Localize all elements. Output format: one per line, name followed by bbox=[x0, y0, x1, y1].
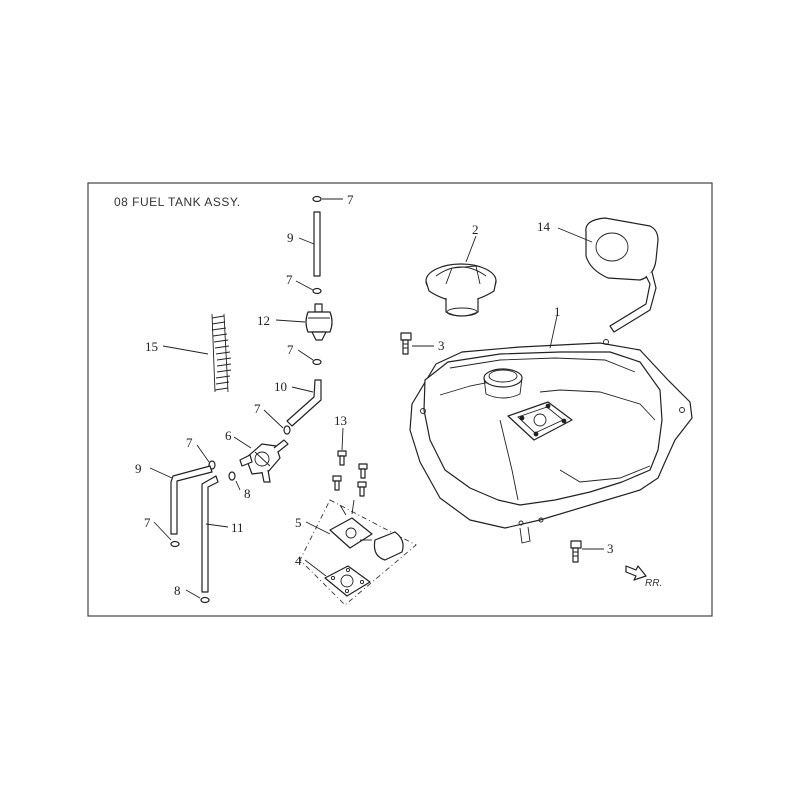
callout-8: 8 bbox=[244, 486, 251, 501]
callout-1: 1 bbox=[554, 304, 561, 319]
callout-13: 13 bbox=[334, 413, 347, 428]
callout-7: 7 bbox=[186, 435, 193, 450]
fuel-pump-part-5 bbox=[299, 499, 417, 606]
pipe-part-11 bbox=[201, 475, 219, 593]
callout-11: 11 bbox=[231, 520, 244, 535]
rear-direction-arrow-icon: RR. bbox=[625, 565, 662, 589]
direction-label: RR. bbox=[645, 578, 662, 589]
callout-10: 10 bbox=[274, 379, 287, 394]
callout-4: 4 bbox=[295, 553, 302, 568]
fuel-hose-part-10 bbox=[286, 379, 322, 427]
callout-3: 3 bbox=[438, 338, 445, 353]
callout-5: 5 bbox=[295, 515, 302, 530]
spring-part-15 bbox=[211, 313, 232, 393]
callout-14: 14 bbox=[537, 219, 551, 234]
clips-part-8 bbox=[200, 471, 236, 604]
callout-7: 7 bbox=[144, 515, 151, 530]
vent-pipe-part-9-upper bbox=[313, 211, 321, 277]
diagram-title: 08 FUEL TANK ASSY. bbox=[114, 195, 241, 209]
leader-lines bbox=[149, 198, 604, 599]
pipe-part-9-lower bbox=[170, 465, 213, 535]
screws-part-13 bbox=[332, 450, 368, 497]
callout-9: 9 bbox=[135, 461, 142, 476]
bolt-part-3-lower bbox=[570, 540, 582, 563]
callout-6: 6 bbox=[225, 428, 232, 443]
fuel-filter-part-12 bbox=[305, 303, 333, 341]
callout-15: 15 bbox=[145, 339, 158, 354]
callout-7: 7 bbox=[286, 272, 293, 287]
callout-8: 8 bbox=[174, 583, 181, 598]
cover-part-14 bbox=[585, 217, 659, 333]
callout-12: 12 bbox=[257, 313, 270, 328]
callout-7: 7 bbox=[254, 401, 261, 416]
callout-7: 7 bbox=[347, 192, 354, 207]
clips-part-7 bbox=[170, 195, 322, 548]
diagram-frame bbox=[87, 182, 713, 617]
callout-3: 3 bbox=[607, 541, 614, 556]
bolt-part-3-upper bbox=[400, 332, 412, 355]
fuel-cap-part-2 bbox=[425, 263, 497, 317]
callout-9: 9 bbox=[287, 230, 294, 245]
gasket-part-4 bbox=[324, 565, 371, 597]
callout-numbers: 7 9 7 12 7 10 7 6 7 8 9 7 11 8 15 13 5 4… bbox=[135, 192, 614, 598]
callout-7: 7 bbox=[287, 342, 294, 357]
callout-2: 2 bbox=[472, 222, 479, 237]
fuel-cock-part-6 bbox=[239, 439, 289, 483]
fuel-tank-part-1 bbox=[409, 339, 693, 544]
